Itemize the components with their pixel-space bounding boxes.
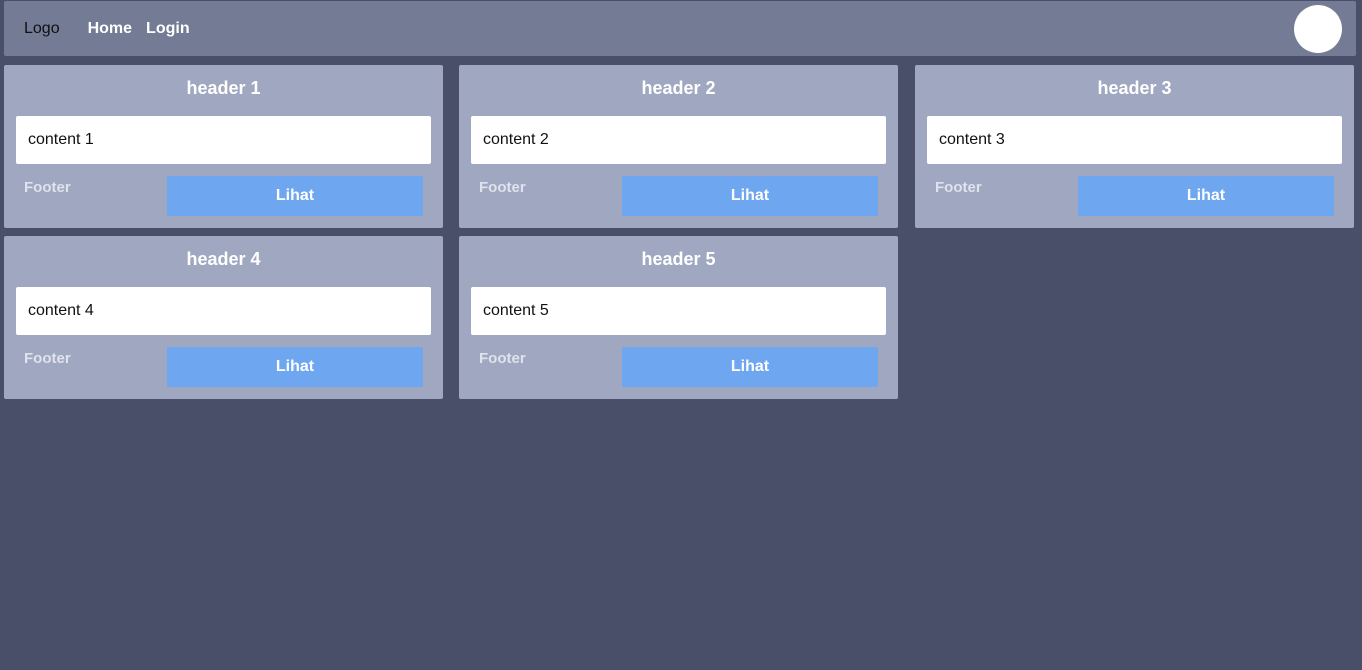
avatar[interactable]	[1294, 5, 1342, 53]
card: header 5 content 5 Footer Lihat	[459, 236, 898, 399]
card-header: header 5	[641, 249, 716, 269]
card-content: content 5	[471, 287, 886, 335]
card-footer: Footer	[24, 179, 71, 196]
card-footer: Footer	[935, 179, 982, 196]
card-footer: Footer	[24, 350, 71, 367]
lihat-button[interactable]: Lihat	[167, 347, 423, 387]
lihat-button[interactable]: Lihat	[622, 347, 878, 387]
card-content: content 1	[16, 116, 431, 164]
card-content: content 4	[16, 287, 431, 335]
card-header: header 4	[186, 249, 261, 269]
nav-link-login[interactable]: Login	[146, 19, 190, 37]
lihat-button[interactable]: Lihat	[622, 176, 878, 216]
card: header 2 content 2 Footer Lihat	[459, 65, 898, 228]
lihat-button[interactable]: Lihat	[1078, 176, 1334, 216]
card-footer: Footer	[479, 179, 526, 196]
card: header 4 content 4 Footer Lihat	[4, 236, 443, 399]
logo[interactable]: Logo	[24, 19, 60, 37]
card-header: header 3	[1097, 78, 1172, 98]
card-footer: Footer	[479, 350, 526, 367]
lihat-button[interactable]: Lihat	[167, 176, 423, 216]
card: header 3 content 3 Footer Lihat	[915, 65, 1354, 228]
card-content: content 3	[927, 116, 1342, 164]
card-header: header 1	[186, 78, 261, 98]
card: header 1 content 1 Footer Lihat	[4, 65, 443, 228]
navbar: Logo Home Login	[4, 1, 1356, 56]
card-header: header 2	[641, 78, 716, 98]
card-content: content 2	[471, 116, 886, 164]
nav-link-home[interactable]: Home	[87, 19, 133, 37]
